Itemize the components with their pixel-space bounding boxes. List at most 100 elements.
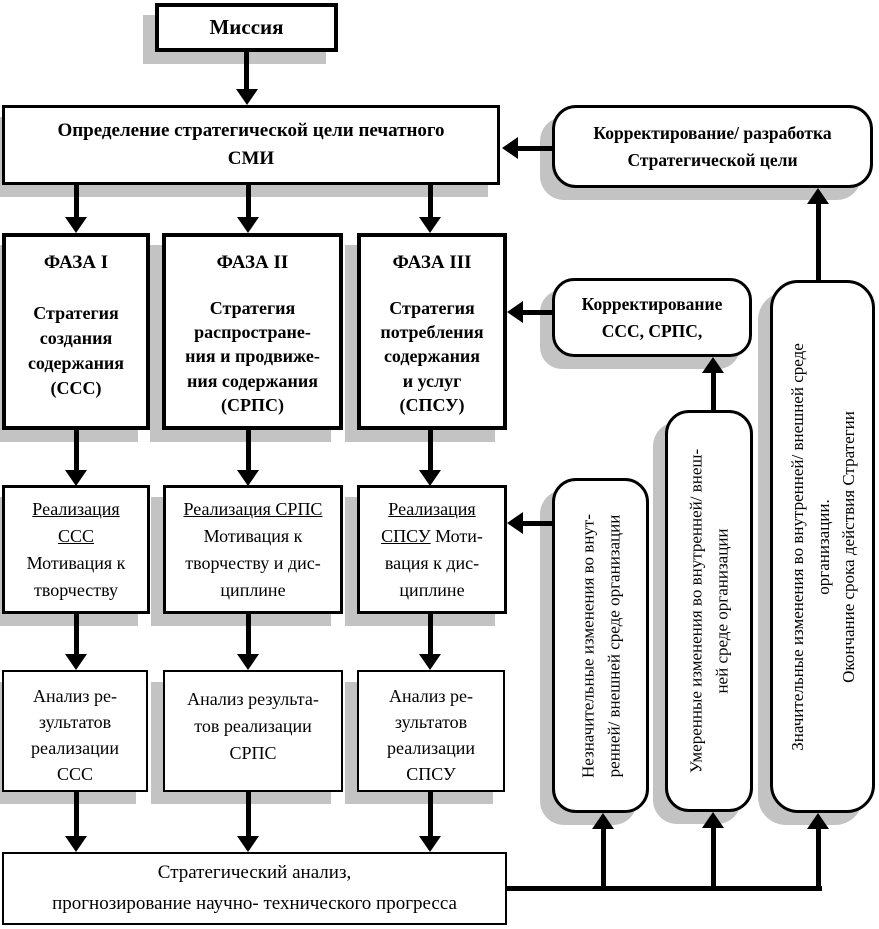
arrowhead-moderate-correction xyxy=(702,357,724,373)
realization-spsu-line: циплине xyxy=(399,580,465,600)
connector-moderate-correction xyxy=(711,372,716,410)
analysis-spsu-box: Анализ ре- зультатов реализации СПСУ xyxy=(357,670,505,792)
arrowhead-goal-phase2 xyxy=(237,217,259,233)
arrowhead-analysis1-strategic xyxy=(65,836,87,852)
connector-analysis1-strategic xyxy=(74,792,79,836)
realization-sss-title: Реализация xyxy=(32,499,120,519)
phase-1-line: содержания xyxy=(27,352,125,373)
connector-minor-real3 xyxy=(523,521,552,526)
connector-analysis3-strategic xyxy=(428,792,433,836)
analysis-sss-line: реализации xyxy=(31,738,119,759)
strategic-analysis-box: Стратегический анализ, прогнозирование н… xyxy=(2,852,507,925)
connector-correction-goal xyxy=(518,146,552,151)
arrowhead-feedback-moderate xyxy=(702,812,724,828)
mission-box: Миссия xyxy=(155,3,338,52)
connector-goal-phase3 xyxy=(428,185,433,217)
phase-3-line: содержания xyxy=(383,346,481,367)
analysis-spsu-line: зультатов xyxy=(394,712,468,733)
connector-phase1-real1 xyxy=(74,430,79,471)
moderate-changes-box: Умеренные изменения во внутренней/ внеш-… xyxy=(665,410,753,812)
moderate-changes-text: Умеренные изменения во внутренней/ внеш-… xyxy=(686,448,732,774)
connector-goal-phase1 xyxy=(74,185,79,217)
connector-real1-analysis1 xyxy=(74,614,79,655)
realization-spsu-title: Реализация xyxy=(388,499,476,519)
significant-changes-text: Значительные изменения во внутренней/ вн… xyxy=(787,342,858,751)
analysis-sss-line: ССС xyxy=(56,764,94,785)
analysis-srps-line: Анализ результа- xyxy=(187,689,319,709)
realization-sss-line: Мотивация к xyxy=(26,553,126,573)
analysis-spsu-line: СПСУ xyxy=(406,764,456,785)
correction-development-line-2: Стратегической цели xyxy=(627,149,798,170)
connector-mission-goal xyxy=(244,52,249,90)
analysis-spsu-line: Анализ ре- xyxy=(389,686,473,706)
realization-srps-line: Мотивация к xyxy=(203,526,303,546)
analysis-spsu-line: реализации xyxy=(387,738,475,759)
arrowhead-goal-phase3 xyxy=(419,217,441,233)
correction-development-line-1: Корректирование/ разработка xyxy=(593,123,832,144)
realization-spsu-text: Моти- xyxy=(435,526,483,546)
minor-changes-box: Незначительные изменения во внут- ренней… xyxy=(552,478,649,813)
analysis-sss-line: Анализ ре- xyxy=(33,686,117,706)
arrowhead-correction-phase3 xyxy=(507,301,523,323)
realization-srps-line: творчеству и дис- xyxy=(185,553,321,573)
connector-correction-phase3 xyxy=(523,310,552,315)
phase-3-line: (СПСУ) xyxy=(399,394,465,415)
phase-2-line: ния содержания xyxy=(186,370,319,391)
phase-1-line: (ССС) xyxy=(50,378,102,399)
arrowhead-phase1-real1 xyxy=(65,470,87,486)
analysis-srps-line: тов реализации xyxy=(194,716,312,736)
significant-changes-box: Значительные изменения во внутренней/ вн… xyxy=(770,280,875,813)
arrowhead-significant-correction xyxy=(807,188,829,204)
realization-srps-box: Реализация СРПС Мотивация к творчеству и… xyxy=(163,485,343,614)
goal-line-1: Определение стратегической цели печатног… xyxy=(57,120,445,142)
phase-2-box: ФАЗА II Стратегия распростране- ния и пр… xyxy=(162,233,343,430)
arrowhead-mission-goal xyxy=(236,89,258,105)
arrowhead-analysis3-strategic xyxy=(419,836,441,852)
phase-2-line: Стратегия xyxy=(209,297,296,318)
connector-strategic-feedback-horizontal xyxy=(507,886,822,891)
arrowhead-goal-phase1 xyxy=(65,217,87,233)
arrowhead-feedback-minor xyxy=(592,813,614,829)
realization-sss-title: ССС xyxy=(57,526,95,546)
arrowhead-analysis2-strategic xyxy=(237,836,259,852)
correction-strategies-line-1: Корректирование xyxy=(581,294,723,315)
realization-spsu-box: Реализация СПСУ Моти- вация к дис- ципли… xyxy=(357,485,507,614)
phase-2-line: ния и продвиже- xyxy=(185,346,320,367)
arrowhead-phase2-real2 xyxy=(237,470,259,486)
arrowhead-phase3-real3 xyxy=(419,470,441,486)
phase-1-box: ФАЗА I Стратегия создания содержания (СС… xyxy=(2,233,150,430)
connector-phase3-real3 xyxy=(428,430,433,471)
mission-label: Миссия xyxy=(209,15,284,39)
goal-line-2: СМИ xyxy=(227,148,275,169)
phase-3-line: потребления xyxy=(380,321,484,342)
correction-strategies-line-2: ССС, СРПС, xyxy=(601,320,703,341)
phase-3-line: и услуг xyxy=(402,370,462,391)
correction-development-box: Корректирование/ разработка Стратегическ… xyxy=(552,105,873,188)
strategic-analysis-line-1: Стратегический анализ, xyxy=(157,862,352,884)
analysis-sss-line: зультатов xyxy=(38,712,112,733)
analysis-srps-box: Анализ результа- тов реализации СРПС xyxy=(163,670,343,792)
arrowhead-correction-goal xyxy=(502,137,518,159)
connector-real3-analysis3 xyxy=(428,614,433,655)
phase-2-line: распростране- xyxy=(194,321,311,342)
realization-spsu-line: вация к дис- xyxy=(384,553,480,573)
phase-1-line: создания xyxy=(39,327,113,348)
arrowhead-minor-real3 xyxy=(507,512,523,534)
phase-1-title: ФАЗА I xyxy=(43,252,109,273)
realization-spsu-mixed-line: СПСУ Моти- xyxy=(360,523,504,550)
arrowhead-real3-analysis3 xyxy=(419,654,441,670)
connector-phase2-real2 xyxy=(246,430,251,471)
arrowhead-feedback-significant xyxy=(807,813,829,829)
minor-changes-text: Незначительные изменения во внут- ренней… xyxy=(578,513,623,778)
realization-srps-title: Реализация СРПС xyxy=(183,499,323,519)
phase-2-title: ФАЗА II xyxy=(216,252,289,273)
connector-goal-phase2 xyxy=(246,185,251,217)
phase-3-line: Стратегия xyxy=(389,297,475,318)
phase-1-line: Стратегия xyxy=(33,302,119,323)
realization-sss-box: Реализация ССС Мотивация к творчеству xyxy=(2,485,150,614)
connector-feedback-moderate xyxy=(711,827,716,889)
realization-sss-line: творчеству xyxy=(33,580,119,600)
arrowhead-real2-analysis2 xyxy=(237,654,259,670)
strategic-analysis-line-2: прогнозирование научно- технического про… xyxy=(52,892,457,914)
realization-srps-line: циплине xyxy=(220,580,286,600)
